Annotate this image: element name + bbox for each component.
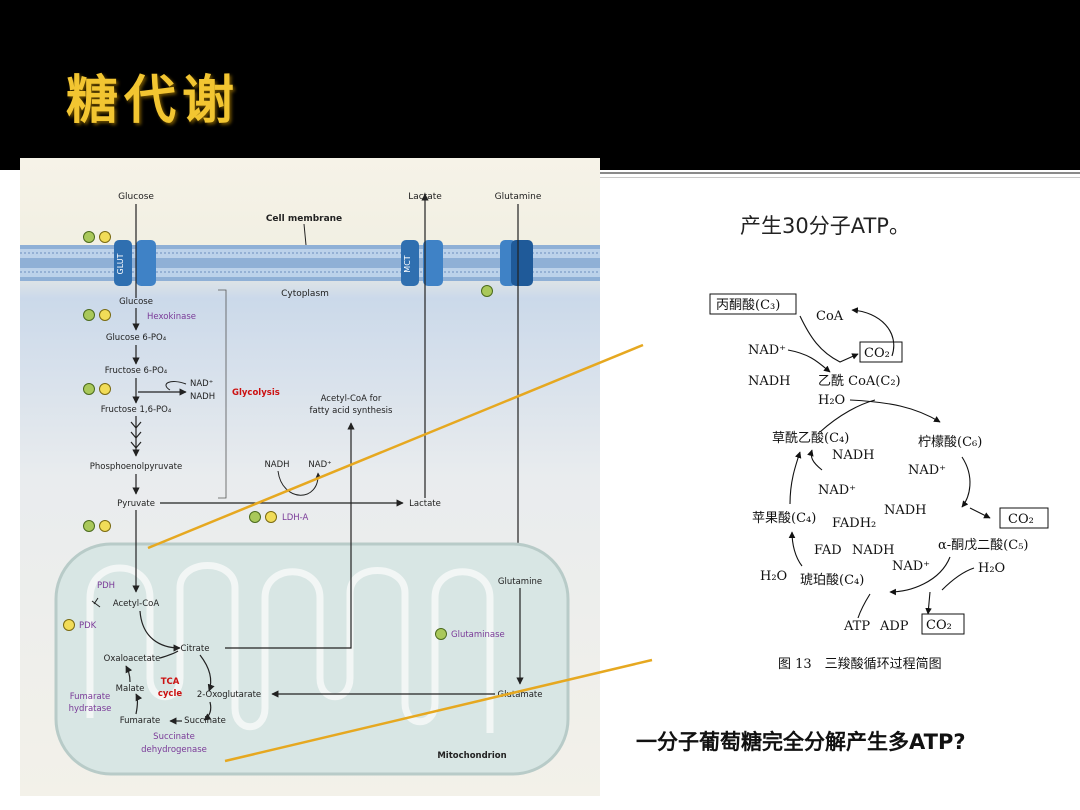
glutaminase-dot (435, 628, 447, 640)
glut-transporter (114, 240, 156, 286)
pyruvate-box (709, 293, 797, 315)
divider-line-thin (600, 177, 1080, 178)
fumarate-label: Fumarate (120, 716, 161, 726)
f16bp-label: Fructose 1,6-PO₄ (101, 405, 172, 415)
pdk-dot (63, 619, 75, 631)
pdk-label: PDK (79, 621, 97, 631)
nadh-3-text: NADH (884, 503, 927, 518)
tca-caption: 图 13 三羧酸循环过程简图 (778, 656, 942, 672)
h2o-1-text: H₂O (818, 393, 845, 408)
multi-step-arrows (130, 416, 142, 457)
mitochondrion (54, 542, 570, 776)
citrate-label: Citrate (181, 644, 210, 654)
cytoplasm-label: Cytoplasm (281, 289, 329, 299)
cofactor-dots (83, 231, 493, 532)
oxaloacetate-text: 草酰乙酸(C₄) (772, 431, 849, 446)
fumarate-hydratase-label-1: Fumarate (70, 692, 111, 702)
cell-membrane-label: Cell membrane (266, 214, 342, 224)
ketoglutarate-text: α-酮戊二酸(C₅) (938, 538, 1028, 553)
nad-plus-4-text: NAD⁺ (892, 559, 930, 574)
glutamine-top-label: Glutamine (495, 192, 542, 202)
pyruvate-text: 丙酮酸(C₃) (716, 298, 780, 313)
f6p-label: Fructose 6-PO₄ (105, 366, 168, 376)
pep-label: Phosphoenolpyruvate (90, 462, 182, 472)
malate-label: Malate (116, 684, 145, 694)
question-text: 一分子葡萄糖完全分解产生多ATP? (636, 730, 966, 754)
fad-text: FAD (814, 543, 842, 558)
sdh-label-2: dehydrogenase (141, 745, 207, 755)
tca-cycle-figure: 丙酮酸(C₃) CoA NAD⁺ CO₂ NADH 乙酰 CoA(C₂) H₂O… (700, 282, 1049, 682)
pyruvate-label: Pyruvate (117, 499, 155, 509)
title-bar (0, 0, 1080, 170)
pdh-label: PDH (97, 581, 115, 591)
ldh-nadh-label: NADH (264, 460, 289, 470)
nad-plus-1-text: NAD⁺ (748, 343, 786, 358)
glycolysis-label: Glycolysis (232, 388, 280, 398)
coa-text: CoA (816, 309, 844, 324)
succinate-label: Succinate (184, 716, 226, 726)
glutamate-label: Glutamate (498, 690, 543, 700)
co2-1-text: CO₂ (864, 346, 890, 361)
nadh-label: NADH (190, 392, 215, 402)
nad-plus-2-text: NAD⁺ (908, 463, 946, 478)
malate-text: 苹果酸(C₄) (752, 511, 816, 526)
fadh2-text: FADH₂ (832, 516, 876, 531)
atp-text: ATP (843, 619, 870, 634)
hexokinase-label: Hexokinase (147, 312, 196, 322)
acetyl-coa-text: 乙酰 CoA(C₂) (818, 374, 901, 389)
glutamine-mito-label: Glutamine (498, 577, 542, 587)
g6p-label: Glucose 6-PO₄ (106, 333, 167, 343)
glut-label: GLUT (116, 253, 125, 274)
adp-text: ADP (879, 619, 909, 634)
co2-3-text: CO₂ (926, 618, 952, 633)
glutaminase-label: Glutaminase (451, 630, 505, 640)
atp-note: 产生30分子ATP。 (740, 214, 910, 238)
acetyl-coa-label: Acetyl-CoA (113, 599, 159, 609)
glucose-label: Glucose (119, 297, 153, 307)
co2-2-text: CO₂ (1008, 512, 1034, 527)
mitochondrion-label: Mitochondrion (437, 751, 506, 761)
divider-line (600, 172, 1080, 174)
citrate-text: 柠檬酸(C₆) (918, 435, 982, 450)
lactate-mid-label: Lactate (409, 499, 441, 509)
mct-label: MCT (403, 255, 412, 272)
glutamine-transporter (500, 240, 533, 286)
oxaloacetate-label: Oxaloacetate (104, 654, 161, 664)
nadh-1-text: NADH (748, 374, 791, 389)
sdh-label-1: Succinate (153, 732, 195, 742)
nad-plus-3-text: NAD⁺ (818, 483, 856, 498)
mct-transporter (401, 240, 443, 286)
acetyl-coa-fatty-label-2: fatty acid synthesis (310, 406, 394, 416)
metabolism-pathway-figure: GLUT MCT Glucose Lactate Glutamine Cell … (20, 158, 600, 796)
ldh-nad-plus-label: NAD⁺ (308, 460, 331, 470)
co2-box-1 (859, 341, 903, 363)
tca-label-1: TCA (161, 677, 180, 687)
fumarate-hydratase-label-2: hydratase (69, 704, 112, 714)
acetyl-coa-fatty-label: Acetyl-CoA for (321, 394, 382, 404)
tca-label-2: cycle (158, 689, 183, 699)
slide-title: 糖代谢 (66, 70, 241, 131)
succinate-text: 琥珀酸(C₄) (800, 573, 864, 588)
co2-box-3 (921, 613, 965, 635)
oxoglutarate-label: 2-Oxoglutarate (197, 690, 261, 700)
h2o-2-text: H₂O (978, 561, 1005, 576)
nadh-4-text: NADH (852, 543, 895, 558)
ldha-label: LDH-A (282, 513, 309, 523)
nadh-2-text: NADH (832, 448, 875, 463)
co2-box-2 (999, 507, 1049, 529)
glucose-top-label: Glucose (118, 192, 154, 202)
nad-plus-label: NAD⁺ (190, 379, 213, 389)
h2o-3-text: H₂O (760, 569, 787, 584)
